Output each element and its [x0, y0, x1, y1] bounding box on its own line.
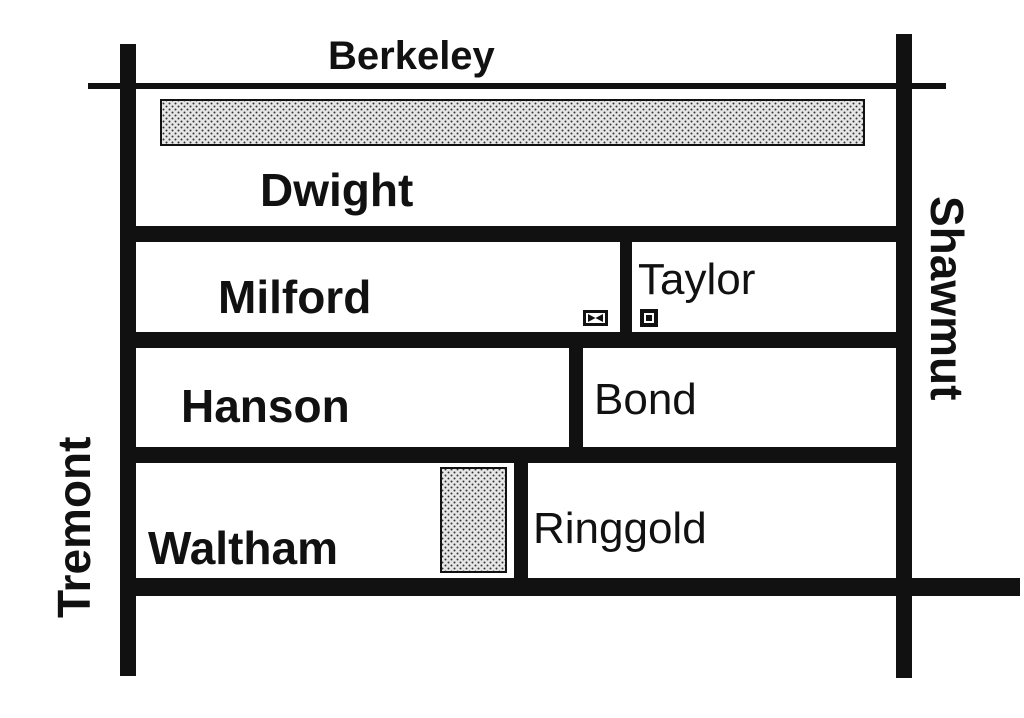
road-connector-milford-taylor: [620, 240, 632, 340]
road-tremont: [120, 44, 136, 676]
road-shawmut: [896, 34, 912, 678]
bowtie-marker-icon: [583, 310, 608, 326]
label-ringgold: Ringgold: [533, 504, 707, 553]
label-berkeley: Berkeley: [328, 34, 496, 78]
label-waltham: Waltham: [148, 522, 338, 574]
label-milford: Milford: [218, 271, 371, 323]
small-square-marker-icon: [640, 309, 658, 327]
road-hanson-bond: [128, 447, 904, 463]
road-milford-taylor: [128, 332, 904, 348]
road-connector-hanson-bond: [569, 344, 583, 454]
label-taylor: Taylor: [638, 255, 755, 304]
label-shawmut: Shawmut: [921, 196, 973, 400]
shaded-area-waltham: [440, 467, 507, 573]
label-tremont: Tremont: [48, 437, 100, 618]
shaded-area-top: [160, 99, 865, 146]
road-dwight: [128, 226, 904, 242]
road-connector-waltham-ringgold: [514, 458, 528, 586]
road-network: [88, 34, 1020, 678]
label-dwight: Dwight: [260, 164, 413, 216]
road-waltham-ringgold: [128, 578, 1020, 596]
label-bond: Bond: [594, 375, 697, 424]
label-hanson: Hanson: [181, 380, 350, 432]
road-berkeley: [88, 83, 946, 89]
